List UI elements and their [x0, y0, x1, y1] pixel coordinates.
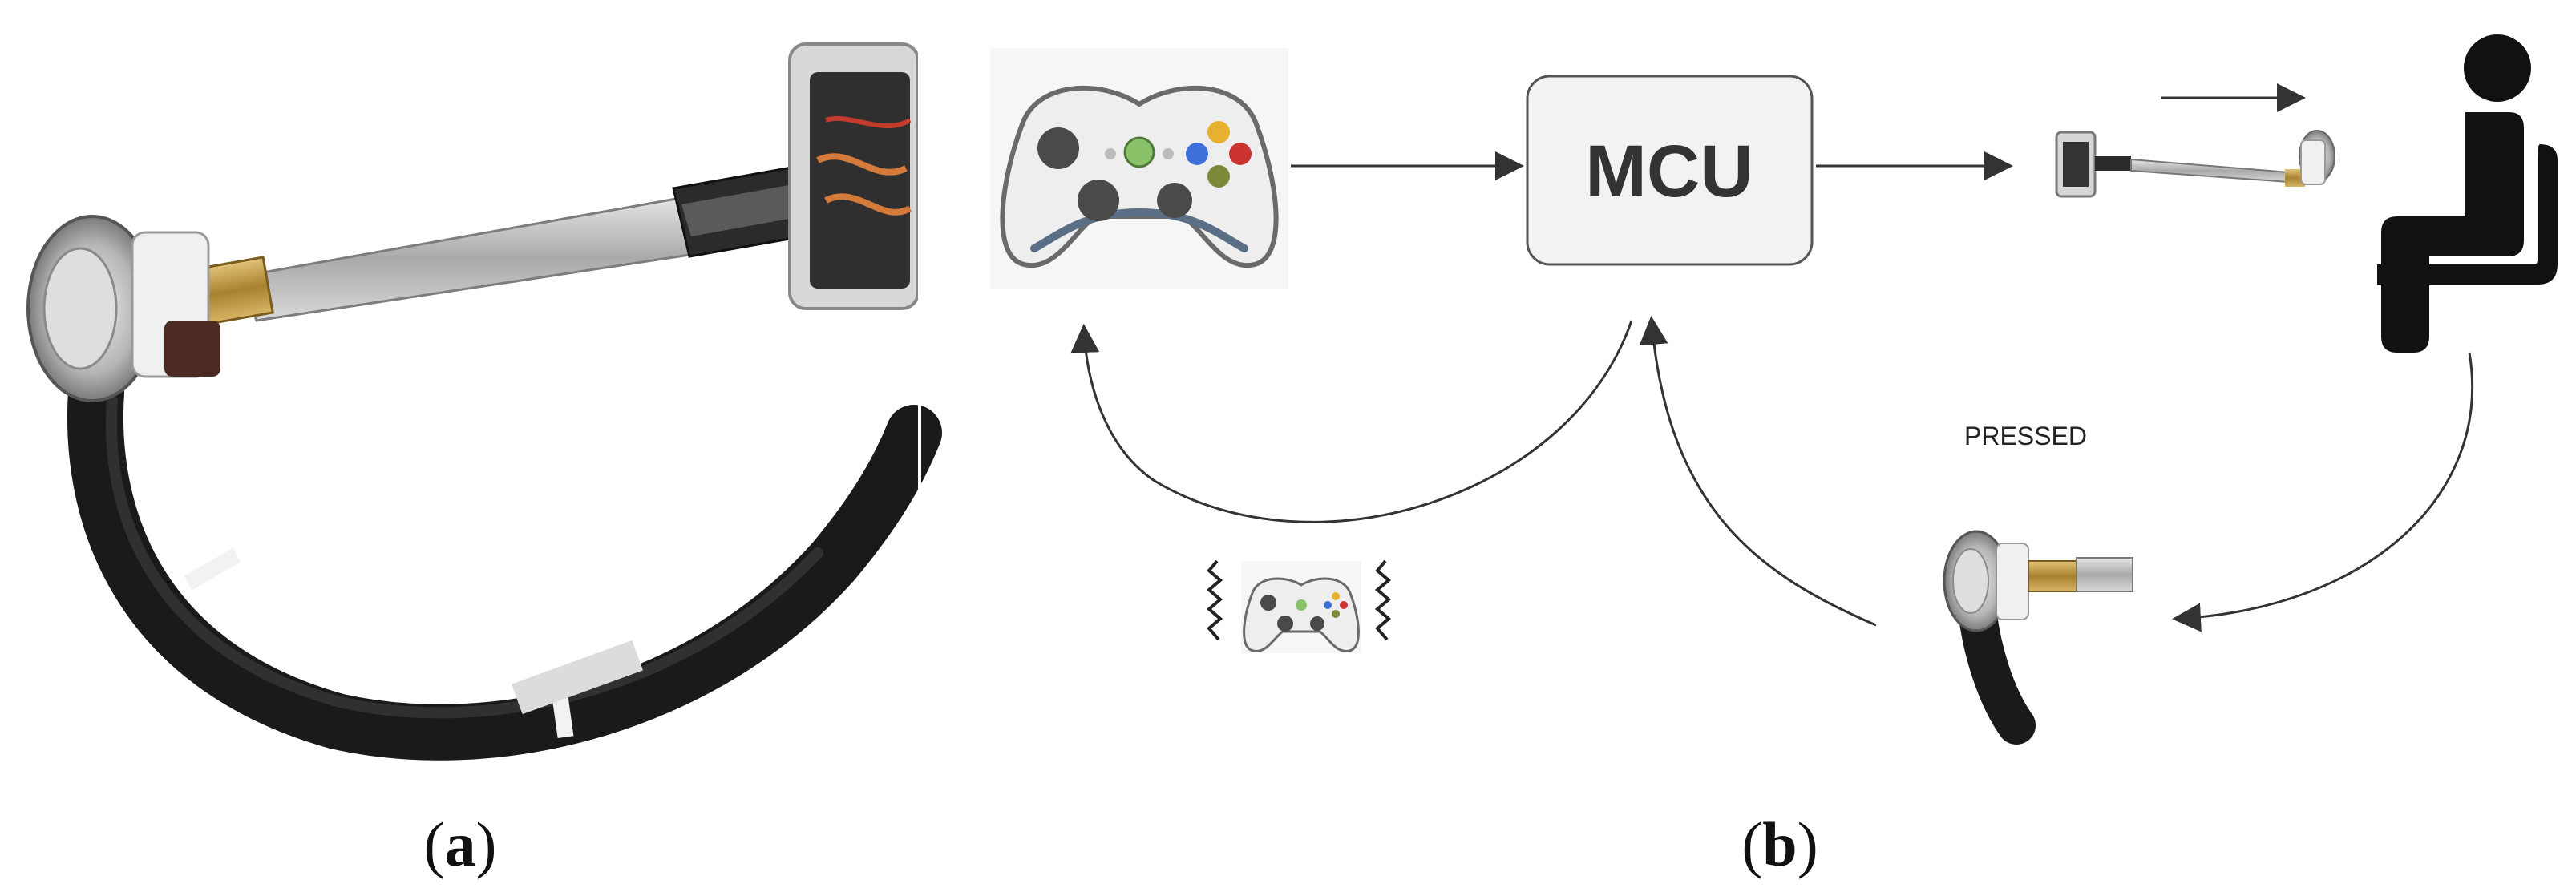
start-button: [1163, 148, 1174, 159]
caption-b-close: ): [1798, 809, 1818, 879]
small-button-x: [1324, 601, 1332, 609]
sensor-mount-dark: [164, 321, 220, 377]
load-cell-face: [42, 247, 118, 370]
actuator-rod-brass: [2285, 169, 2305, 187]
controller-small-vibrating: [1206, 559, 1392, 653]
caption-b: (b): [1741, 809, 1818, 879]
caption-a-open: (: [424, 809, 445, 879]
pressed-sensor-brass: [2028, 560, 2077, 592]
mcu-box: [1526, 75, 1814, 266]
button-b: [1229, 143, 1252, 165]
sensor-cable: [67, 365, 942, 761]
caption-b-open: (: [1741, 809, 1762, 879]
left-stick: [1037, 127, 1079, 169]
pressed-label: PRESSED: [1964, 422, 2087, 450]
caption-a: (a): [424, 809, 497, 879]
back-button: [1105, 148, 1116, 159]
actuator-rod-mount: [2300, 139, 2326, 185]
vibration-left-icon: [1206, 559, 1223, 641]
small-right-stick: [1310, 616, 1324, 631]
small-left-stick: [1260, 595, 1276, 611]
caption-b-letter: b: [1762, 809, 1797, 879]
person-body: [2381, 112, 2524, 353]
cable-tie-1: [184, 547, 241, 591]
panel-a-photo: [26, 0, 942, 761]
sensor-rod: [238, 195, 707, 322]
pressed-sensor: [1943, 530, 2133, 745]
button-a: [1207, 165, 1230, 188]
small-button-y: [1332, 592, 1340, 600]
box-wires: [816, 153, 912, 216]
sensor-cable-highlight: [106, 395, 823, 719]
electronics-box-interior: [810, 72, 910, 289]
controller-large-grip-shadow: [1030, 208, 1248, 252]
button-y: [1207, 121, 1230, 143]
arrow-mcu-to-controller-feedback: [1070, 320, 1633, 523]
mcu-label: MCU: [1585, 131, 1753, 212]
pressed-sensor-mount: [1996, 543, 2029, 620]
guide-button: [1123, 136, 1155, 168]
small-guide-button: [1296, 599, 1307, 611]
panel-a-crop-edge: [918, 0, 921, 721]
small-dpad: [1277, 616, 1293, 632]
person-head: [2464, 34, 2531, 102]
caption-a-letter: a: [445, 809, 476, 879]
chair-back: [2377, 144, 2558, 285]
seated-person-icon: [2377, 34, 2558, 353]
actuator-rod-shaft: [2130, 158, 2290, 184]
actuator-rod: [2055, 130, 2335, 198]
small-button-b: [1340, 601, 1348, 609]
cable-sleeve-label: [511, 640, 644, 715]
actuator-rod-box-inner: [2063, 142, 2089, 187]
button-x: [1186, 143, 1208, 165]
pressed-sensor-rod: [2076, 557, 2133, 592]
controller-large: [990, 48, 1288, 289]
caption-a-close: ): [476, 809, 497, 879]
vibration-right-icon: [1374, 559, 1392, 641]
hex-coupler-face: [681, 183, 811, 236]
right-stick: [1157, 183, 1192, 218]
small-button-a: [1332, 610, 1340, 618]
arrow-sensor-to-mcu: [1639, 316, 1877, 627]
arrow-person-to-sensor: [2172, 352, 2474, 632]
flow-arrows: [1070, 83, 2474, 632]
pressed-sensor-face: [1952, 548, 1989, 614]
mcu-block: MCU: [1526, 75, 1814, 266]
box-wires-2: [825, 115, 912, 129]
actuator-rod-coupler: [2095, 156, 2131, 171]
dpad: [1078, 180, 1119, 221]
